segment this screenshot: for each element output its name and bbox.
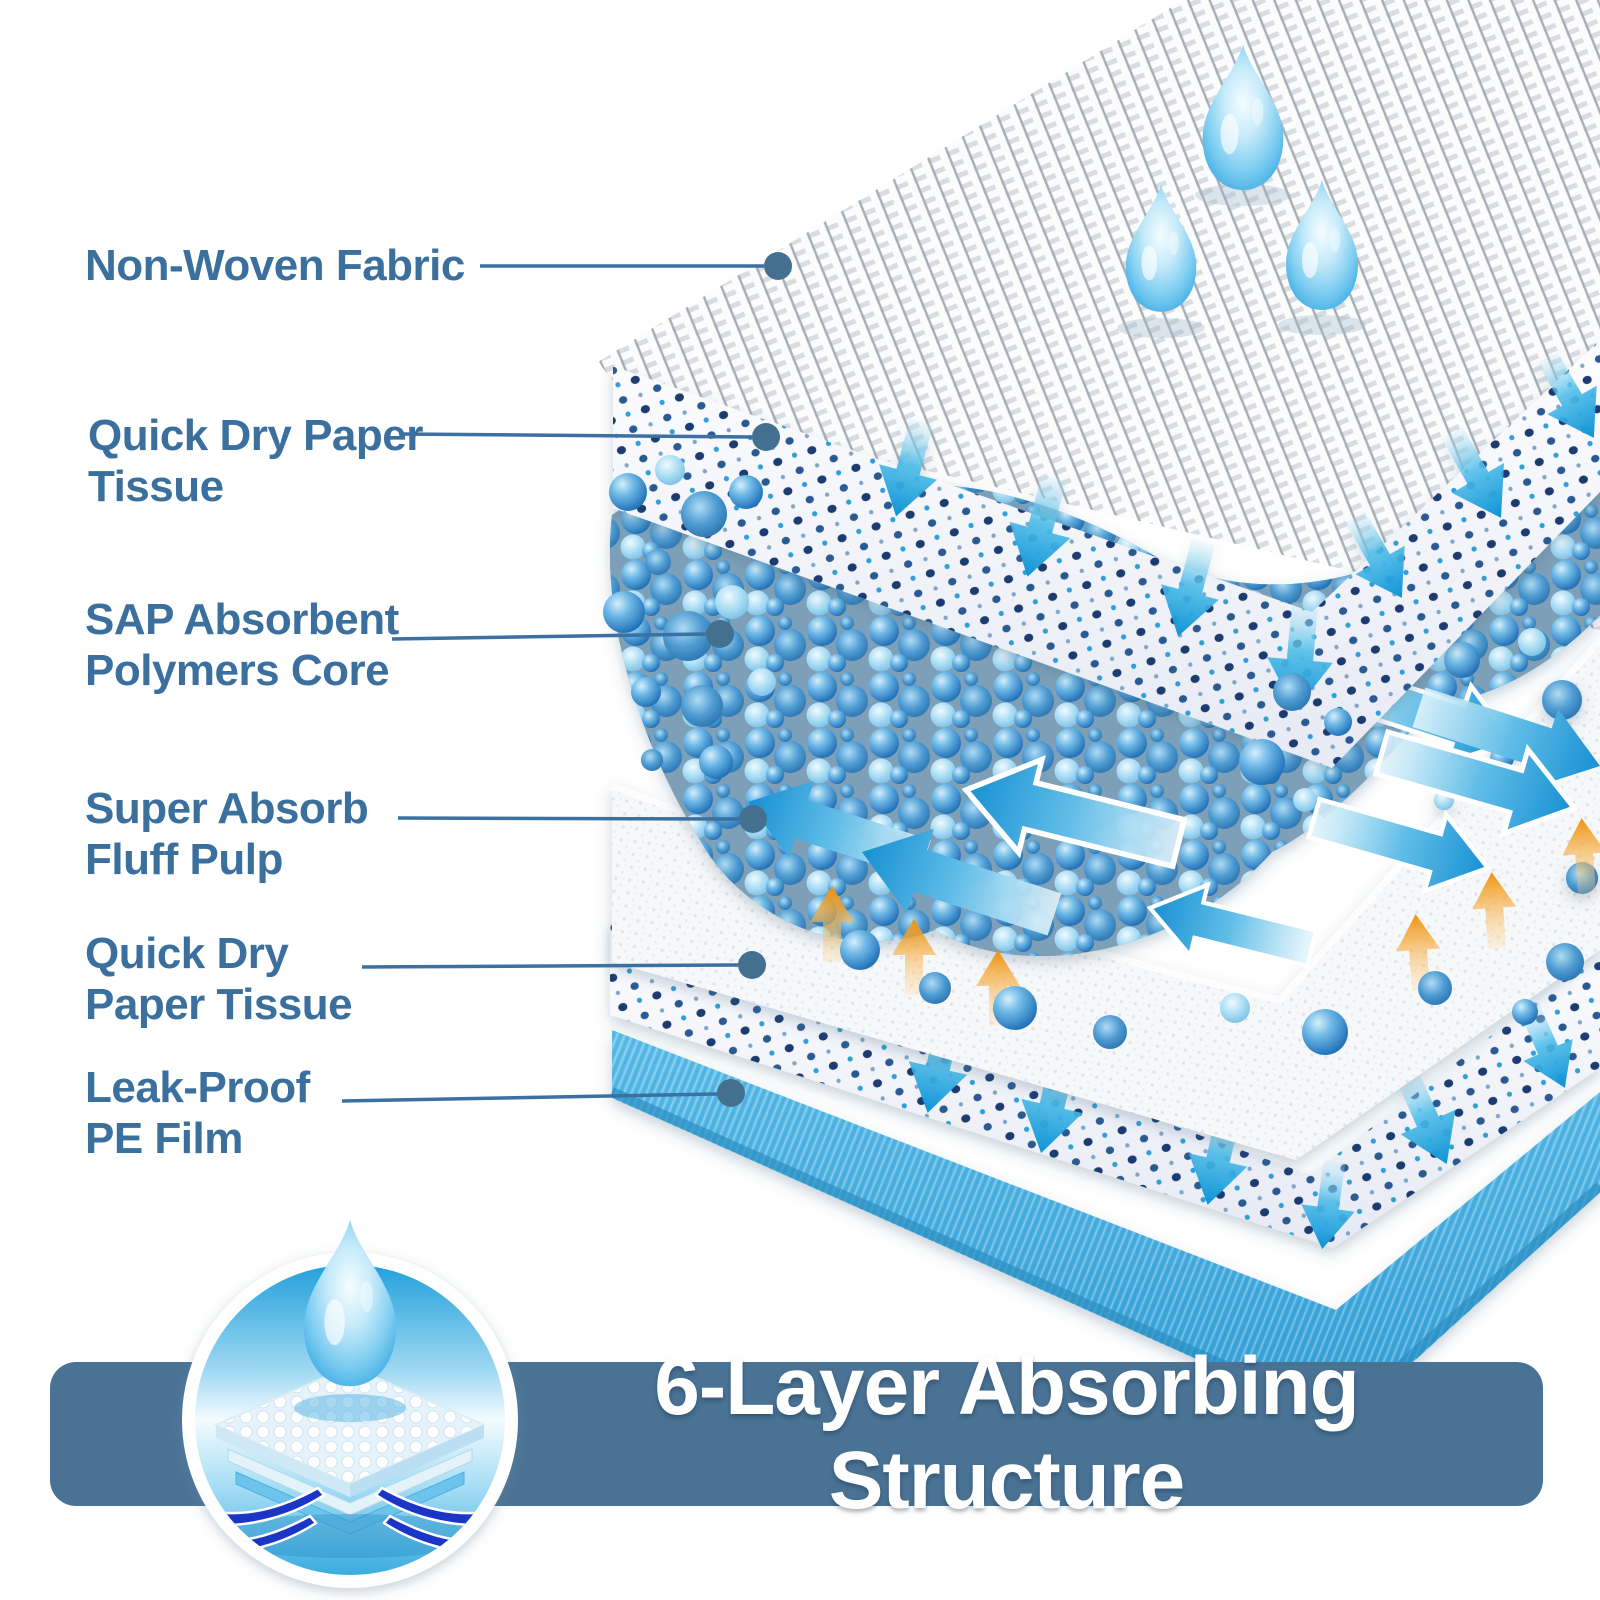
label-line: PE Film <box>85 1114 243 1164</box>
quick-dry-paper-tissue-top-layer <box>613 340 1600 768</box>
water-drop-icon <box>1117 44 1366 338</box>
leader-dots <box>706 252 792 1107</box>
label-line: Paper Tissue <box>85 980 353 1030</box>
label-sap-absorbent-polymers-core: SAP Absorbent Polymers Core <box>85 594 399 696</box>
banner-title: 6-Layer Absorbing Structure <box>654 1341 1359 1526</box>
water-drop-over-pad-icon <box>182 1219 518 1588</box>
label-line: Non-Woven Fabric <box>85 241 465 290</box>
label-line: Leak-Proof <box>85 1063 310 1112</box>
leader-lines <box>341 264 764 1103</box>
non-woven-fabric-layer <box>598 0 1600 630</box>
label-non-woven-fabric: Non-Woven Fabric <box>85 240 465 291</box>
label-quick-dry-paper-tissue-top: Quick Dry Paper Tissue <box>88 410 423 512</box>
label-line: SAP Absorbent <box>85 595 399 644</box>
quick-dry-paper-tissue-bottom-layer <box>610 922 1600 1253</box>
label-line: Quick Dry <box>85 929 289 978</box>
badge-pad-layers <box>195 1364 505 1569</box>
sap-beads-scatter <box>603 455 1584 1055</box>
label-line: Quick Dry Paper <box>88 411 423 460</box>
badge-water-drop <box>303 1219 397 1387</box>
label-leak-proof-pe-film: Leak-Proof PE Film <box>85 1062 310 1164</box>
label-quick-dry-paper-tissue-bottom: Quick Dry Paper Tissue <box>85 928 353 1030</box>
label-super-absorb-fluff-pulp: Super Absorb Fluff Pulp <box>85 783 369 885</box>
label-line: Fluff Pulp <box>85 835 283 885</box>
label-line: Super Absorb <box>85 784 369 833</box>
label-line: Tissue <box>88 462 224 512</box>
label-line: Polymers Core <box>85 646 390 696</box>
